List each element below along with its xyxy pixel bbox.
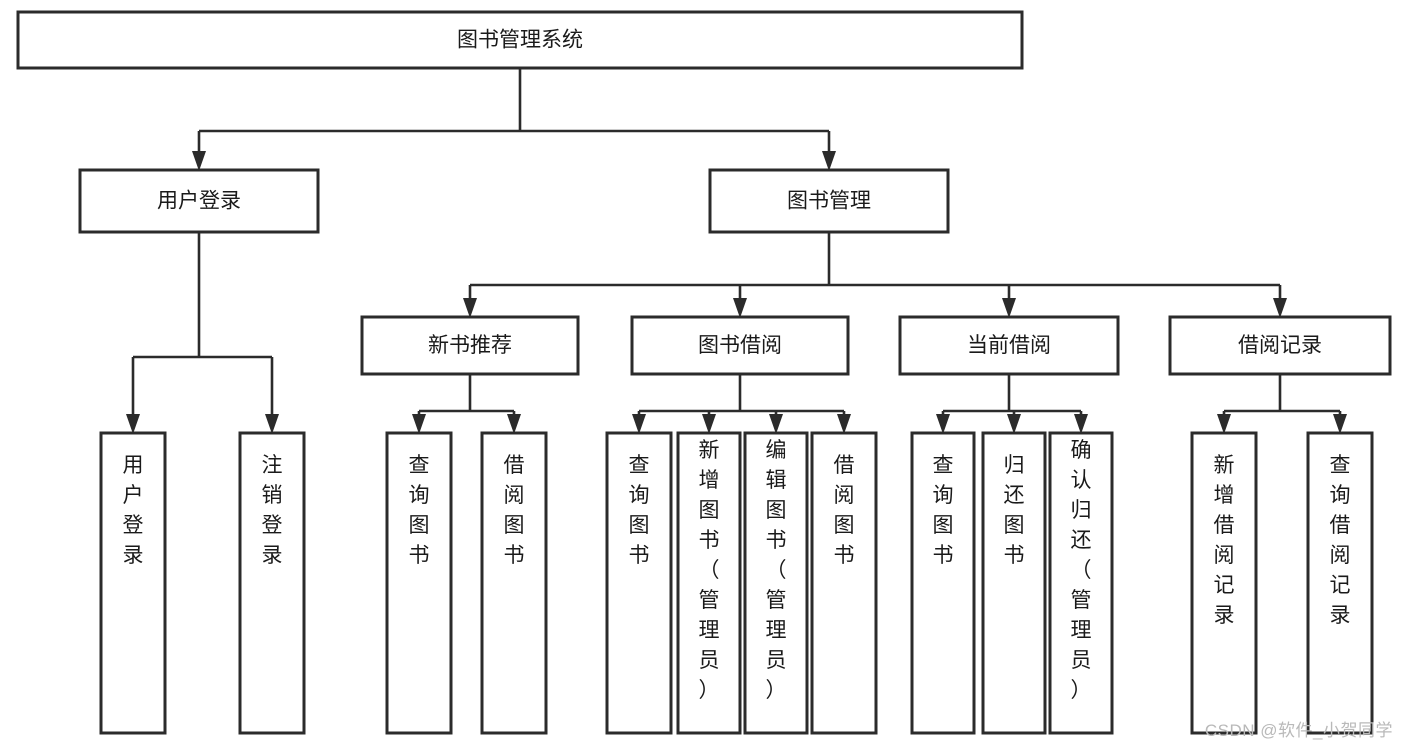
node-leaf-borrow-book-rec[interactable]: 借阅图书 <box>480 431 548 735</box>
node-box-borrow-record <box>1168 315 1392 376</box>
node-label-leaf-query-book-borrow: 查询图书 <box>629 454 650 567</box>
arrow-head-icon <box>936 414 950 434</box>
node-label-new-book-recommend: 新书推荐 <box>428 334 512 357</box>
node-label-leaf-add-record: 新增借阅记录 <box>1214 454 1235 627</box>
node-leaf-logout-login[interactable]: 注销登录 <box>238 431 306 735</box>
arrow-head-icon <box>1333 414 1347 434</box>
arrow-head-icon <box>412 414 426 434</box>
node-leaf-query-book-cur[interactable]: 查询图书 <box>910 431 976 735</box>
arrow-head-icon <box>1002 298 1016 318</box>
arrow-head-icon <box>1007 414 1021 434</box>
node-label-current-borrow: 当前借阅 <box>967 334 1051 357</box>
arrow-head-icon <box>822 151 836 171</box>
arrow-head-icon <box>702 414 716 434</box>
node-label-book-manage: 图书管理 <box>787 190 871 213</box>
node-label-leaf-logout-login: 注销登录 <box>262 454 283 567</box>
node-box-leaf-return-book <box>981 431 1047 735</box>
arrow-head-icon <box>507 414 521 434</box>
node-leaf-confirm-return[interactable]: 确认归还（管理员） <box>1048 431 1114 735</box>
node-box-leaf-user-login <box>99 431 167 735</box>
node-box-leaf-confirm-return <box>1048 431 1114 735</box>
watermark-label: CSDN @软件_小贺同学 <box>1204 721 1393 740</box>
node-label-leaf-edit-book: 编辑图书（管理员） <box>766 439 787 702</box>
arrow-head-icon <box>1217 414 1231 434</box>
connectors-layer <box>126 68 1347 434</box>
node-label-book-borrow: 图书借阅 <box>698 334 782 357</box>
node-box-leaf-query-book-cur <box>910 431 976 735</box>
node-box-root <box>16 10 1024 70</box>
node-box-user-login <box>78 168 320 234</box>
arrow-head-icon <box>769 414 783 434</box>
node-label-leaf-borrow-book-rec: 借阅图书 <box>504 454 525 567</box>
edge-group-current-borrow <box>936 374 1088 434</box>
node-label-leaf-return-book: 归还图书 <box>1004 454 1025 567</box>
node-label-leaf-query-record: 查询借阅记录 <box>1330 454 1351 627</box>
node-box-leaf-query-book-rec <box>385 431 453 735</box>
node-box-leaf-borrow-book <box>810 431 878 735</box>
node-label-leaf-user-login: 用户登录 <box>123 454 144 567</box>
arrow-head-icon <box>126 414 140 434</box>
node-leaf-add-book[interactable]: 新增图书（管理员） <box>676 431 742 735</box>
edge-group-user-login <box>126 232 279 434</box>
node-box-leaf-add-book <box>676 431 742 735</box>
arrow-head-icon <box>192 151 206 171</box>
node-leaf-borrow-book[interactable]: 借阅图书 <box>810 431 878 735</box>
arrow-head-icon <box>1074 414 1088 434</box>
node-leaf-query-book-rec[interactable]: 查询图书 <box>385 431 453 735</box>
node-box-leaf-query-book-borrow <box>605 431 673 735</box>
node-new-book-recommend[interactable]: 新书推荐 <box>360 315 580 376</box>
node-current-borrow[interactable]: 当前借阅 <box>898 315 1120 376</box>
arrow-head-icon <box>632 414 646 434</box>
edge-group-book-manage <box>463 232 1287 318</box>
node-label-borrow-record: 借阅记录 <box>1238 334 1322 357</box>
node-book-manage[interactable]: 图书管理 <box>708 168 950 234</box>
node-box-leaf-edit-book <box>743 431 809 735</box>
node-leaf-add-record[interactable]: 新增借阅记录 <box>1190 431 1258 735</box>
edge-group-root <box>192 68 836 171</box>
node-label-leaf-add-book: 新增图书（管理员） <box>699 439 720 702</box>
edge-group-new-book-recommend <box>412 374 521 434</box>
node-label-leaf-query-book-rec: 查询图书 <box>409 454 430 567</box>
node-label-leaf-confirm-return: 确认归还（管理员） <box>1071 439 1092 702</box>
node-label-leaf-borrow-book: 借阅图书 <box>834 454 855 567</box>
node-label-root: 图书管理系统 <box>457 29 583 52</box>
node-leaf-query-book-borrow[interactable]: 查询图书 <box>605 431 673 735</box>
node-box-book-manage <box>708 168 950 234</box>
node-root[interactable]: 图书管理系统 <box>16 10 1024 70</box>
node-box-new-book-recommend <box>360 315 580 376</box>
edge-group-borrow-record <box>1217 374 1347 434</box>
arrow-head-icon <box>837 414 851 434</box>
node-leaf-return-book[interactable]: 归还图书 <box>981 431 1047 735</box>
node-box-leaf-query-record <box>1306 431 1374 735</box>
node-leaf-edit-book[interactable]: 编辑图书（管理员） <box>743 431 809 735</box>
arrow-head-icon <box>733 298 747 318</box>
node-user-login[interactable]: 用户登录 <box>78 168 320 234</box>
node-box-current-borrow <box>898 315 1120 376</box>
node-box-book-borrow <box>630 315 850 376</box>
node-leaf-user-login[interactable]: 用户登录 <box>99 431 167 735</box>
node-book-borrow[interactable]: 图书借阅 <box>630 315 850 376</box>
arrow-head-icon <box>265 414 279 434</box>
edge-group-book-borrow <box>632 374 851 434</box>
node-box-leaf-logout-login <box>238 431 306 735</box>
boxes-layer: 图书管理系统用户登录图书管理新书推荐图书借阅当前借阅借阅记录用户登录注销登录查询… <box>16 10 1392 735</box>
arrow-head-icon <box>463 298 477 318</box>
node-box-leaf-add-record <box>1190 431 1258 735</box>
node-label-user-login: 用户登录 <box>157 190 241 213</box>
node-leaf-query-record[interactable]: 查询借阅记录 <box>1306 431 1374 735</box>
arrow-head-icon <box>1273 298 1287 318</box>
node-box-leaf-borrow-book-rec <box>480 431 548 735</box>
node-borrow-record[interactable]: 借阅记录 <box>1168 315 1392 376</box>
node-label-leaf-query-book-cur: 查询图书 <box>933 454 954 567</box>
